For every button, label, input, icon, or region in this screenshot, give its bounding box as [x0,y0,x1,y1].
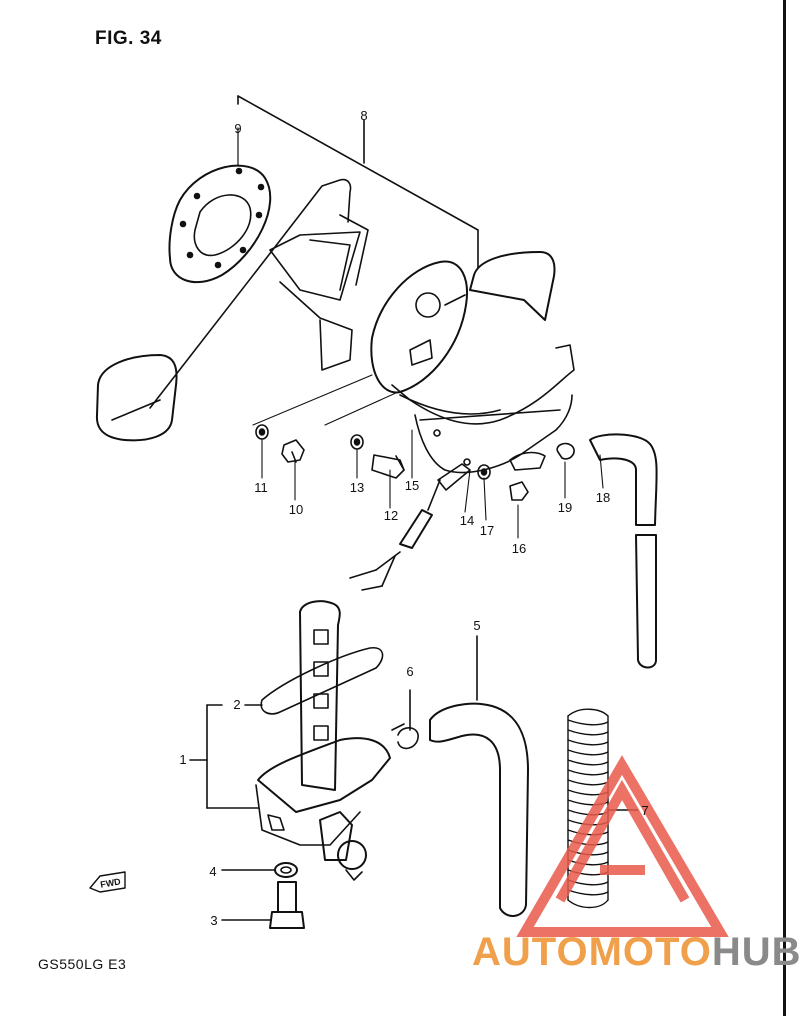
fuel-hose-5 [429,635,529,917]
callout-9: 9 [234,121,241,136]
callout-13: 13 [350,480,364,495]
callout-4: 4 [209,864,216,879]
callout-19: 19 [558,500,572,515]
callout-5: 5 [473,618,480,633]
fuel-gauge-sender-8 [370,251,575,474]
callout-11: 11 [254,480,268,495]
callout-10: 10 [289,502,303,517]
fuel-cock-1 [255,600,391,881]
callout-7: 7 [641,803,648,818]
group-8-bracket [237,95,479,269]
group-1-bracket [189,704,263,809]
watermark-text-gray: HUB [711,930,800,974]
page-border [783,0,786,1016]
watermark-text: AUTOMOTOHUB [472,930,800,975]
hardware-small-parts [255,424,658,669]
callout-14: 14 [460,513,474,528]
callout-15: 15 [405,478,419,493]
callout-12: 12 [384,508,398,523]
watermark-logo [516,755,729,937]
callout-2: 2 [233,697,240,712]
fwd-arrow-icon [89,871,126,893]
clip-6 [391,689,419,750]
washer-4-bolt-3 [221,862,305,929]
watermark-text-accent: AUTOMOTO [472,930,712,974]
callout-17: 17 [480,523,494,538]
callout-16: 16 [512,541,526,556]
fwd-label: FWD [100,876,122,889]
callout-8: 8 [360,108,367,123]
model-code: GS550LG E3 [38,956,127,972]
wire-leads [349,479,441,591]
callout-6: 6 [406,664,413,679]
callout-1: 1 [179,752,186,767]
callout-3: 3 [210,913,217,928]
callout-18: 18 [596,490,610,505]
figure-title: FIG. 34 [95,28,162,49]
float-arm-assembly [95,178,369,442]
gasket-9 [168,127,272,284]
callout-labels: 1 2 3 4 5 6 7 8 9 10 11 12 13 14 15 16 1… [100,108,649,928]
